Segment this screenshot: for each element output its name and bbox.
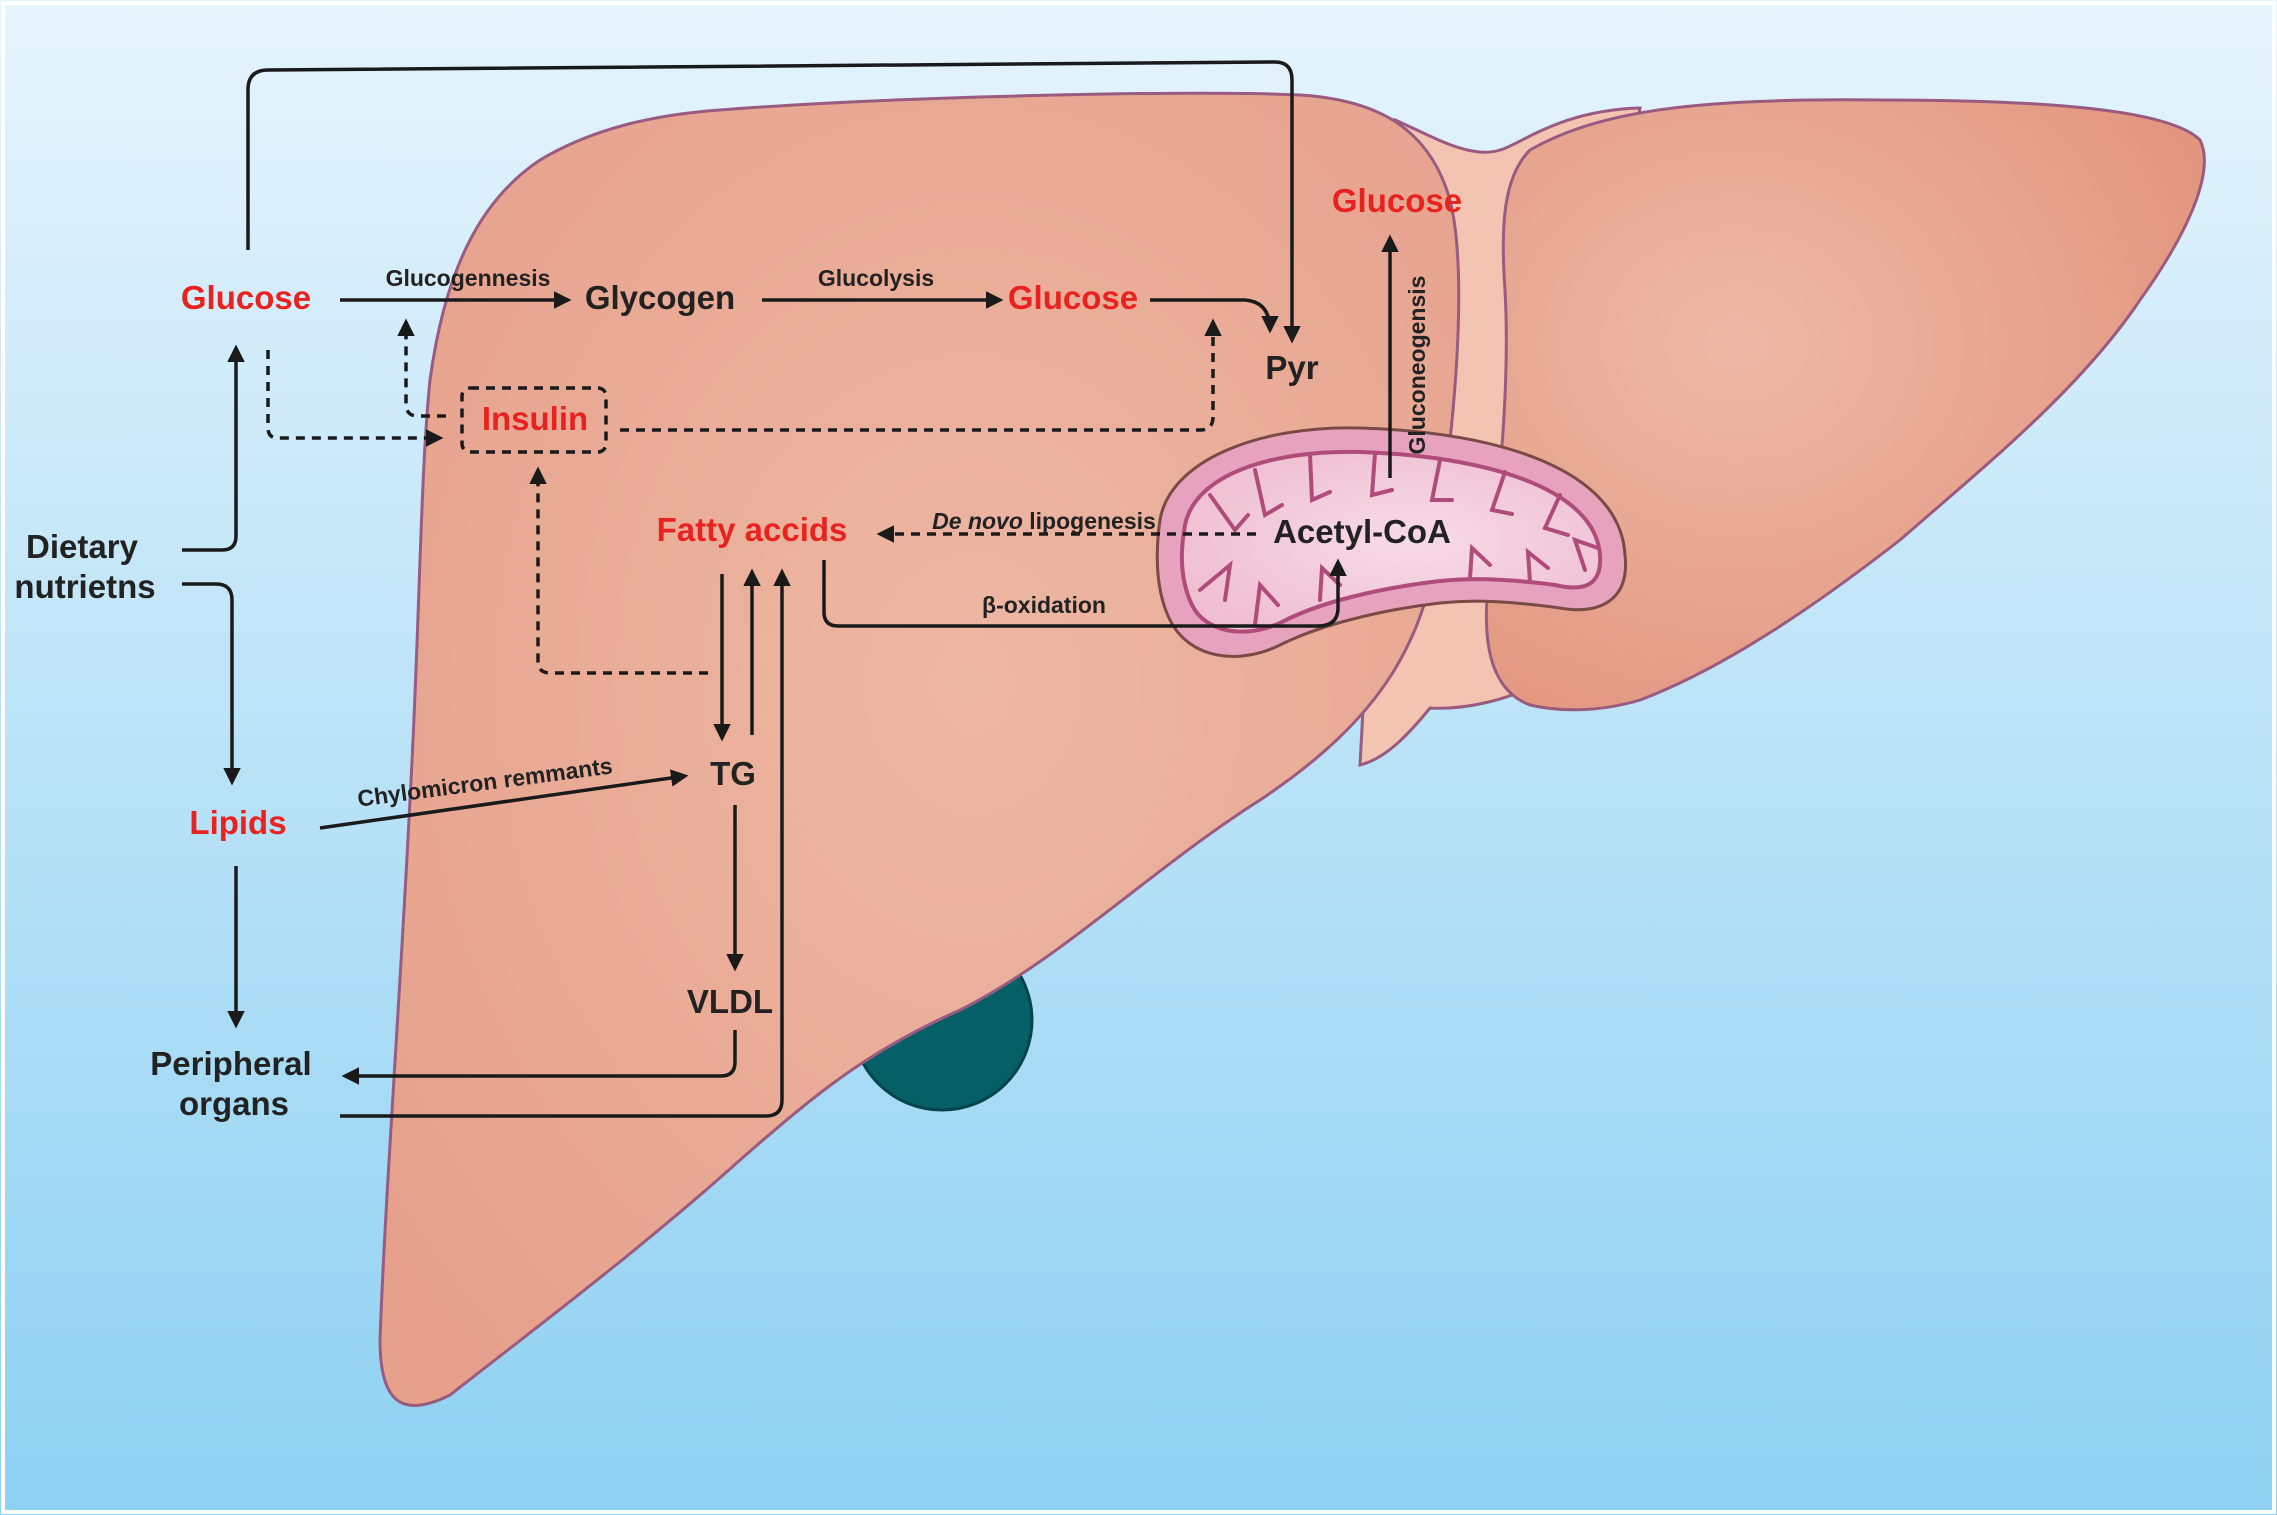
arrow-lipids-to-tg: [319, 769, 689, 830]
dietary-nutrients-line2: nutrietns: [14, 568, 155, 605]
lipogenesis-text: lipogenesis: [1023, 508, 1156, 534]
beta-oxidation-label: β-oxidation: [982, 592, 1106, 618]
acetyl-coa-label: Acetyl-CoA: [1273, 513, 1451, 550]
peripheral-organs-line2: organs: [179, 1085, 289, 1122]
arrow-dietary-to-glucose: [182, 344, 245, 552]
lipids-label: Lipids: [189, 804, 286, 841]
fatty-acids-label: Fatty accids: [657, 511, 848, 548]
arrow-dietary-to-lipids: [182, 582, 241, 786]
peripheral-organs-line1: Peripheral: [150, 1045, 311, 1082]
vldl-label: VLDL: [687, 983, 773, 1020]
dietary-nutrients-line1: Dietary: [26, 528, 139, 565]
arrow-peripheral-to-fatty-acids: [340, 568, 791, 1118]
glucose-top-label: Glucose: [1332, 182, 1462, 219]
dashed-insulin-to-pyr-path: [620, 318, 1222, 432]
mitochondrion-cristae: [1198, 451, 1600, 627]
glucogenesis-label: Glucogennesis: [386, 265, 551, 291]
arrow-glucose-to-pyr: [1150, 298, 1279, 334]
pyr-label: Pyr: [1265, 349, 1318, 386]
insulin-label: Insulin: [482, 400, 588, 437]
dashed-insulin-to-glucogenesis: [397, 318, 446, 418]
dashed-glucose-to-insulin: [266, 350, 444, 447]
de-novo-italic: De novo: [932, 508, 1023, 534]
insulin-dashed-box: [460, 386, 608, 454]
gluconeogenesis-label: Gluconeogensis: [1404, 276, 1430, 455]
de-novo-lipogenesis-label: De novo lipogenesis: [932, 508, 1156, 534]
arrow-fatty-acids-to-acetylcoa: [822, 558, 1347, 628]
glycogen-label: Glycogen: [585, 279, 735, 316]
dashed-tg-to-insulin: [529, 466, 708, 675]
arrow-top-loop-to-pyr: [246, 60, 1301, 344]
glycolysis-label: Glucolysis: [818, 265, 934, 291]
arrow-vldl-to-peripheral: [341, 1030, 737, 1085]
glucose-left-label: Glucose: [181, 279, 311, 316]
tg-label: TG: [710, 755, 756, 792]
glucose-middle-label: Glucose: [1008, 279, 1138, 316]
